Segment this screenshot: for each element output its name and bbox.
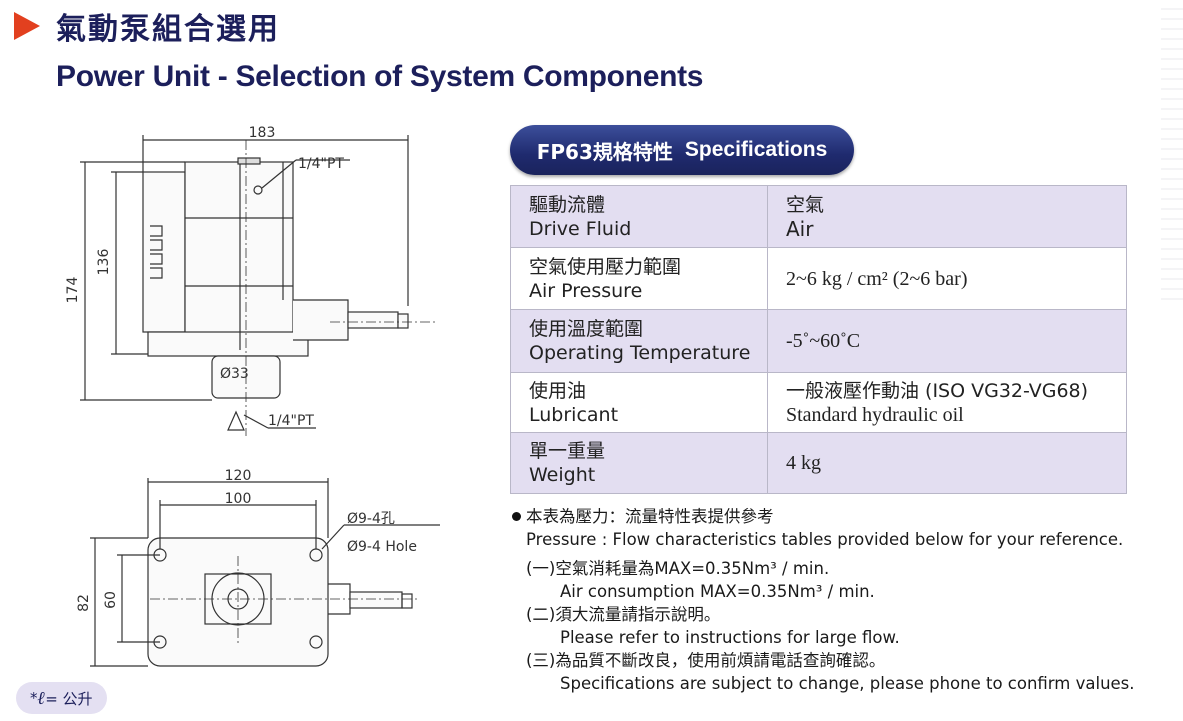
value-en: 2~6 kg / cm² (2~6 bar) xyxy=(786,267,968,290)
label-zh: 空氣使用壓力範圍 xyxy=(529,255,682,278)
label-en: Weight xyxy=(529,464,596,486)
note-item-en: Specifications are subject to change, pl… xyxy=(560,674,1135,693)
dim-height-136: 136 xyxy=(96,249,112,276)
label-en: Drive Fluid xyxy=(529,217,632,240)
spec-value-cell: 4 kg xyxy=(767,432,1127,494)
dim-height-60: 60 xyxy=(103,591,119,609)
label-zh: 驅動流體 xyxy=(529,193,606,216)
unit-note-badge: * ℓ = 公升 xyxy=(16,682,107,714)
heading-triangle-icon xyxy=(14,12,40,40)
label-zh: 使用溫度範圍 xyxy=(529,318,644,340)
spec-value-cell: 一般液壓作動油 (ISO VG32-VG68)Standard hydrauli… xyxy=(767,372,1127,433)
note-item-zh: (三)為品質不斷改良，使用前煩請電話查詢確認。 xyxy=(526,651,886,670)
technical-drawing: 183 1/4"PT 174 136 Ø33 1/4"PT 120 100 Ø9… xyxy=(65,125,440,667)
dim-port-top: 1/4"PT xyxy=(298,156,344,172)
page-edge-decoration xyxy=(1161,0,1183,300)
label-en: Operating Temperature xyxy=(529,342,751,364)
spec-heading-chinese: FP63規格特性 xyxy=(536,139,673,164)
dim-port-bottom: 1/4"PT xyxy=(268,413,314,429)
hole-label-chinese: Ø9-4孔 xyxy=(347,511,395,527)
dim-height-174: 174 xyxy=(65,277,81,304)
dim-width-183: 183 xyxy=(249,125,276,141)
page-title-chinese: 氣動泵組合選用 xyxy=(56,12,280,47)
note-item-en: Air consumption MAX=0.35Nm³ / min. xyxy=(560,582,875,601)
spec-value-cell: 2~6 kg / cm² (2~6 bar) xyxy=(767,247,1127,310)
dim-height-82: 82 xyxy=(76,594,92,612)
spec-value-cell: -5˚~60˚C xyxy=(767,309,1127,373)
label-zh: 使用油 xyxy=(529,379,587,402)
note-item-zh: (一)空氣消耗量為MAX=0.35Nm³ / min. xyxy=(526,559,830,578)
spec-heading-pill: FP63規格特性 Specifications xyxy=(510,125,854,175)
notes-section: 本表為壓力：流量特性表提供參考 Pressure : Flow characte… xyxy=(512,505,1177,695)
note-bullet-en: Pressure : Flow characteristics tables p… xyxy=(526,530,1124,549)
value-en: Standard hydraulic oil xyxy=(786,403,964,426)
label-zh: 單一重量 xyxy=(529,440,606,462)
note-item-zh: (二)須大流量請指示說明。 xyxy=(526,605,721,624)
hole-label-english: Ø9-4 Hole xyxy=(347,539,417,555)
label-en: Lubricant xyxy=(529,403,619,426)
note-bullet-zh-text: 本表為壓力：流量特性表提供參考 xyxy=(526,507,774,526)
liter-symbol: ℓ xyxy=(37,687,46,709)
page-title-english: Power Unit - Selection of System Compone… xyxy=(56,60,704,93)
unit-note-prefix: * xyxy=(30,689,38,707)
value-en: -5˚~60˚C xyxy=(786,330,861,352)
value-zh: 空氣 xyxy=(786,193,825,216)
dim-width-120: 120 xyxy=(225,468,252,484)
bullet-icon xyxy=(512,512,521,521)
value-en: Air xyxy=(786,216,814,241)
dim-width-100: 100 xyxy=(225,491,252,507)
unit-note-text: = 公升 xyxy=(45,689,93,708)
dim-diameter: Ø33 xyxy=(220,366,249,382)
value-zh: 一般液壓作動油 (ISO VG32-VG68) xyxy=(786,379,1089,402)
label-en: Air Pressure xyxy=(529,279,643,302)
note-bullet-zh: 本表為壓力：流量特性表提供參考 xyxy=(512,505,1177,528)
note-item-en: Please refer to instructions for large f… xyxy=(560,628,900,647)
value-en: 4 kg xyxy=(786,452,821,474)
spec-heading-english: Specifications xyxy=(684,138,828,161)
